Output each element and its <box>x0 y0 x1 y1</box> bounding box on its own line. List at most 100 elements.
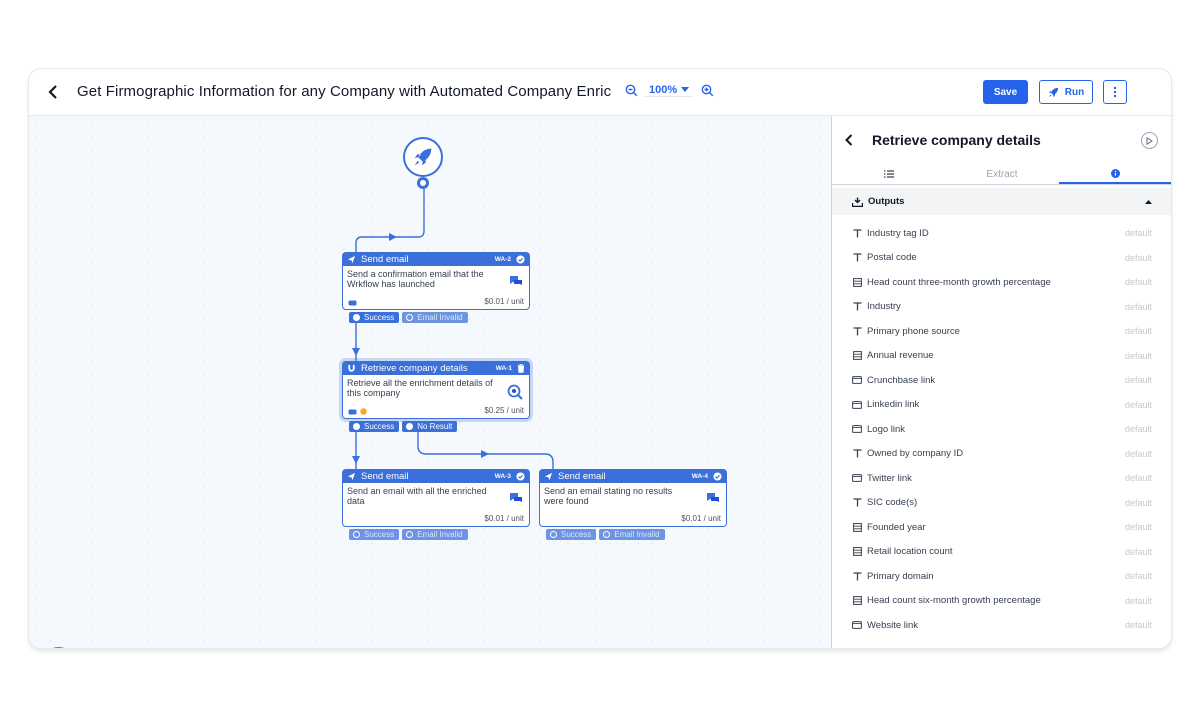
chat-icon <box>707 493 719 502</box>
node-title: Send email <box>361 471 409 482</box>
tab-settings[interactable] <box>832 164 945 184</box>
output-row[interactable]: Retail location count default <box>832 540 1171 565</box>
node-title: Send email <box>361 254 409 265</box>
info-icon <box>1110 168 1120 178</box>
node-id: WA-2 <box>494 256 511 263</box>
outputs-section-header[interactable]: Outputs <box>832 188 1171 215</box>
node-details-panel: Retrieve company details Extract Outputs… <box>831 116 1171 648</box>
run-button[interactable]: Run <box>1039 80 1093 104</box>
send-icon <box>347 255 356 264</box>
save-button[interactable]: Save <box>983 80 1028 104</box>
port-success[interactable]: Success <box>349 529 400 540</box>
support-chat-button[interactable] <box>42 647 75 648</box>
output-row[interactable]: SIC code(s)default <box>832 491 1171 516</box>
node-retrieve-company-details-wa1[interactable]: Retrieve company details WA-1 Retrieve a… <box>342 361 530 419</box>
number-icon <box>852 522 862 532</box>
output-value: default <box>1124 399 1152 410</box>
output-row[interactable]: Head count three-month growth percentage… <box>832 270 1171 295</box>
text-icon <box>852 572 862 581</box>
text-icon <box>852 327 862 336</box>
send-icon <box>347 472 356 481</box>
node-send-email-wa3[interactable]: Send email WA-3 Send an email with all t… <box>342 469 530 527</box>
node-ports: Success Email Invalid <box>349 529 468 540</box>
magnet-icon <box>348 364 355 372</box>
node-ports: Success No Result <box>349 421 458 432</box>
output-name: Retail location count <box>867 546 953 558</box>
output-value: default <box>1124 546 1152 557</box>
output-name: Founded year <box>867 521 926 533</box>
outputs-icon <box>852 197 863 207</box>
node-header: Send email WA-2 <box>343 253 529 266</box>
panel-back-button[interactable] <box>844 133 858 147</box>
output-name: Linkedin link <box>867 399 920 411</box>
test-run-button[interactable] <box>1141 132 1158 149</box>
output-name: Owned by company ID <box>867 448 964 460</box>
node-send-email-wa4[interactable]: Send email WA-4 Send an email stating no… <box>539 469 727 527</box>
output-row[interactable]: Linkedin link default <box>832 393 1171 418</box>
trash-icon[interactable] <box>517 364 525 373</box>
node-description: Send an email stating no results were fo… <box>544 486 673 506</box>
trigger-start-node[interactable] <box>403 137 443 177</box>
output-value: default <box>1124 326 1152 337</box>
more-vertical-icon <box>1113 86 1117 98</box>
output-value: default <box>1124 620 1152 631</box>
tab-extract[interactable]: Extract <box>986 168 1018 180</box>
zoom-in-icon[interactable] <box>699 82 715 98</box>
zoom-out-icon[interactable] <box>623 82 639 98</box>
output-name: Head count six-month growth percentage <box>867 595 1041 607</box>
output-name: SIC code(s) <box>867 497 918 509</box>
workflow-title[interactable]: Get Firmographic Information for any Com… <box>77 83 612 100</box>
start-output-port[interactable] <box>417 177 429 189</box>
node-header: Retrieve company details WA-1 <box>343 362 529 375</box>
node-price: $0.25 / unit <box>484 406 524 415</box>
zoom-control: 100% <box>623 82 715 98</box>
workflow-editor-window: Get Firmographic Information for any Com… <box>29 69 1171 648</box>
port-no-result[interactable]: No Result <box>402 421 458 432</box>
robot-icon <box>348 300 357 306</box>
workflow-canvas[interactable]: Send email WA-2 Send a confirmation emai… <box>29 116 831 648</box>
node-price: $0.01 / unit <box>681 514 721 523</box>
text-icon <box>852 498 862 507</box>
output-value: default <box>1124 595 1152 606</box>
coin-icon <box>360 408 367 415</box>
robot-icon <box>348 409 357 415</box>
node-description: Send an email with all the enriched data <box>347 486 487 506</box>
port-email-invalid[interactable]: Email Invalid <box>402 312 468 323</box>
port-success[interactable]: Success <box>349 421 400 432</box>
output-value: default <box>1124 375 1152 386</box>
port-success[interactable]: Success <box>546 529 597 540</box>
port-email-invalid[interactable]: Email Invalid <box>402 529 468 540</box>
node-send-email-wa2[interactable]: Send email WA-2 Send a confirmation emai… <box>342 252 530 310</box>
output-name: Head count three-month growth percentage <box>867 276 1051 288</box>
send-icon <box>544 472 553 481</box>
text-icon <box>852 229 862 238</box>
output-name: Annual revenue <box>867 350 934 362</box>
port-email-invalid[interactable]: Email Invalid <box>599 529 665 540</box>
more-options-button[interactable] <box>1103 80 1127 104</box>
output-row[interactable]: Head count six-month growth percentage de… <box>832 589 1171 614</box>
back-button[interactable] <box>43 82 63 102</box>
output-name: Logo link <box>867 423 906 435</box>
tab-info[interactable] <box>1058 164 1171 184</box>
node-ports: Success Email Invalid <box>546 529 665 540</box>
zoom-select[interactable]: 100% <box>645 84 693 97</box>
port-success[interactable]: Success <box>349 312 400 323</box>
output-value: default <box>1124 473 1152 484</box>
output-name: Primary domain <box>867 570 934 582</box>
run-label: Run <box>1064 86 1085 98</box>
output-value: default <box>1124 252 1152 263</box>
output-name: Industry <box>867 301 901 313</box>
